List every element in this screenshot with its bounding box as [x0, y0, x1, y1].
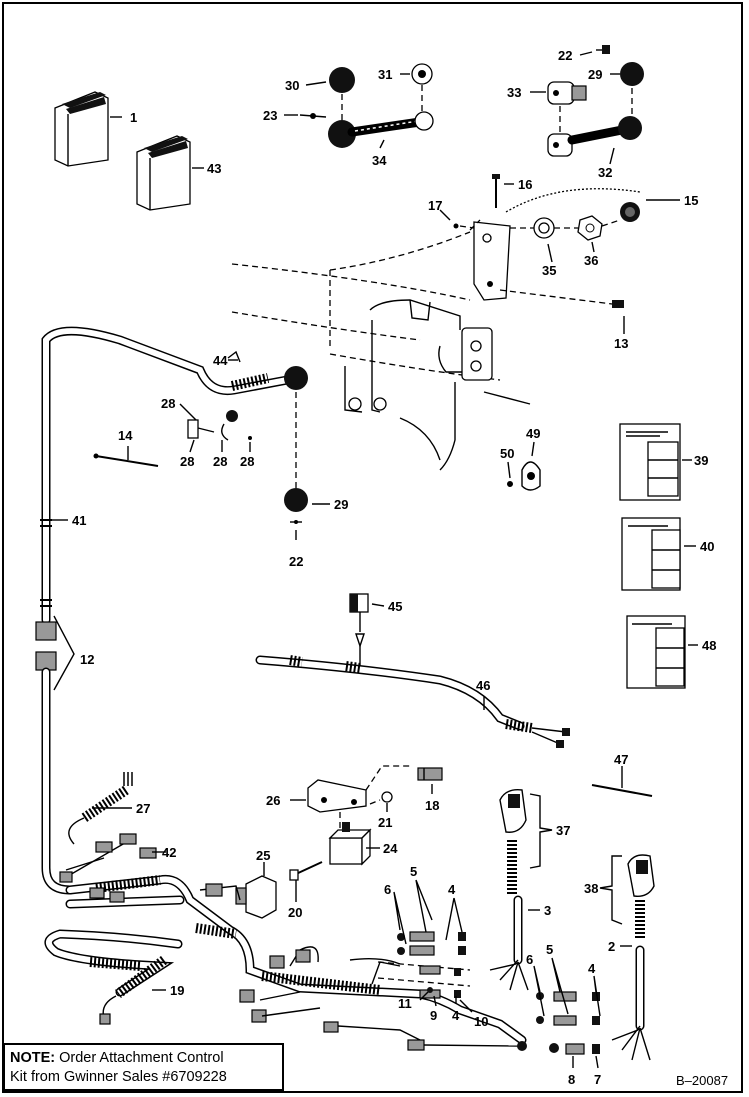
callout-38: 38	[584, 881, 598, 896]
fittings-upper	[377, 931, 471, 999]
callout-22: 22	[558, 48, 572, 63]
bracket-26	[307, 765, 443, 834]
callout-15: 15	[684, 193, 698, 208]
callout-23: 23	[263, 108, 277, 123]
callout-29b: 29	[334, 497, 348, 512]
manual-40	[621, 517, 681, 591]
hose-32	[547, 45, 644, 157]
figure-code: B–20087	[676, 1073, 729, 1088]
callout-29: 29	[588, 67, 602, 82]
harness-41	[35, 326, 308, 895]
harness-42	[59, 833, 527, 1051]
callout-5b: 5	[546, 942, 553, 957]
callout-28a: 28	[161, 396, 175, 411]
note-prefix: NOTE:	[10, 1050, 56, 1066]
callout-18: 18	[425, 798, 439, 813]
clamp-parts-28	[93, 350, 252, 467]
callout-10: 10	[474, 1014, 488, 1029]
callout-1: 1	[130, 110, 137, 125]
callout-50: 50	[500, 446, 514, 461]
harness-19	[44, 929, 183, 1025]
callout-5a: 5	[410, 864, 417, 879]
callout-36: 36	[584, 253, 598, 268]
callout-12: 12	[80, 652, 94, 667]
callout-7: 7	[594, 1072, 601, 1087]
callout-9: 9	[430, 1008, 437, 1023]
loader-arm	[231, 219, 531, 471]
callout-33: 33	[507, 85, 521, 100]
callout-6b: 6	[526, 952, 533, 967]
handle-38	[611, 854, 655, 1061]
manual-48	[626, 615, 686, 689]
callout-49: 49	[526, 426, 540, 441]
callout-27: 27	[136, 801, 150, 816]
leader-lines	[52, 51, 698, 1069]
callout-8: 8	[568, 1072, 575, 1087]
harness-27	[68, 772, 133, 845]
callout-31: 31	[378, 67, 392, 82]
callout-21: 21	[378, 815, 392, 830]
handle-37	[489, 789, 529, 991]
decal-pack-1	[54, 91, 109, 167]
callout-25: 25	[256, 848, 270, 863]
callout-4c: 4	[452, 1008, 460, 1023]
callout-16: 16	[518, 177, 532, 192]
callout-32: 32	[598, 165, 612, 180]
callout-44: 44	[213, 353, 228, 368]
callout-37: 37	[556, 823, 570, 838]
callout-19: 19	[170, 983, 184, 998]
callout-48: 48	[702, 638, 716, 653]
order-note: NOTE: Order Attachment Control Kit from …	[3, 1043, 284, 1091]
callout-11: 11	[398, 996, 412, 1011]
bolt-20	[289, 861, 323, 881]
callout-30: 30	[285, 78, 299, 93]
decal-pack-43	[136, 135, 191, 211]
switch-45	[349, 593, 369, 668]
callout-2: 2	[608, 939, 615, 954]
rod-47	[591, 784, 653, 797]
callout-41: 41	[72, 513, 86, 528]
callout-28b: 28	[180, 454, 194, 469]
callout-17: 17	[428, 198, 442, 213]
callout-47: 47	[614, 752, 628, 767]
callout-40: 40	[700, 539, 714, 554]
callout-34: 34	[372, 153, 387, 168]
callout-4b: 4	[588, 961, 596, 976]
callout-22b: 22	[289, 554, 303, 569]
callout-20: 20	[288, 905, 302, 920]
callout-39: 39	[694, 453, 708, 468]
harness-46	[255, 655, 570, 748]
callout-24: 24	[383, 841, 398, 856]
callout-46: 46	[476, 678, 490, 693]
callout-28c: 28	[213, 454, 227, 469]
callout-45: 45	[388, 599, 402, 614]
callout-35: 35	[542, 263, 556, 278]
note-line1: Order Attachment Control	[55, 1050, 224, 1066]
callout-28d: 28	[240, 454, 254, 469]
bracket-assembly	[453, 174, 641, 308]
callout-numbers: 1 43 30 31 23 34 22 29 33 32 16 15 17 35…	[72, 48, 716, 1087]
fittings-lower	[536, 991, 600, 1055]
relay-24	[328, 822, 372, 866]
callout-13: 13	[614, 336, 628, 351]
hose-34	[299, 63, 434, 148]
callout-3: 3	[544, 903, 551, 918]
callout-43: 43	[207, 161, 221, 176]
callout-6a: 6	[384, 882, 391, 897]
manual-39	[619, 423, 681, 501]
clamp-49	[507, 461, 541, 491]
callout-14: 14	[118, 428, 133, 443]
callout-4a: 4	[448, 882, 456, 897]
callout-26: 26	[266, 793, 280, 808]
note-line2: Kit from Gwinner Sales #6709228	[10, 1069, 227, 1085]
callout-42: 42	[162, 845, 176, 860]
module-25	[235, 875, 277, 919]
